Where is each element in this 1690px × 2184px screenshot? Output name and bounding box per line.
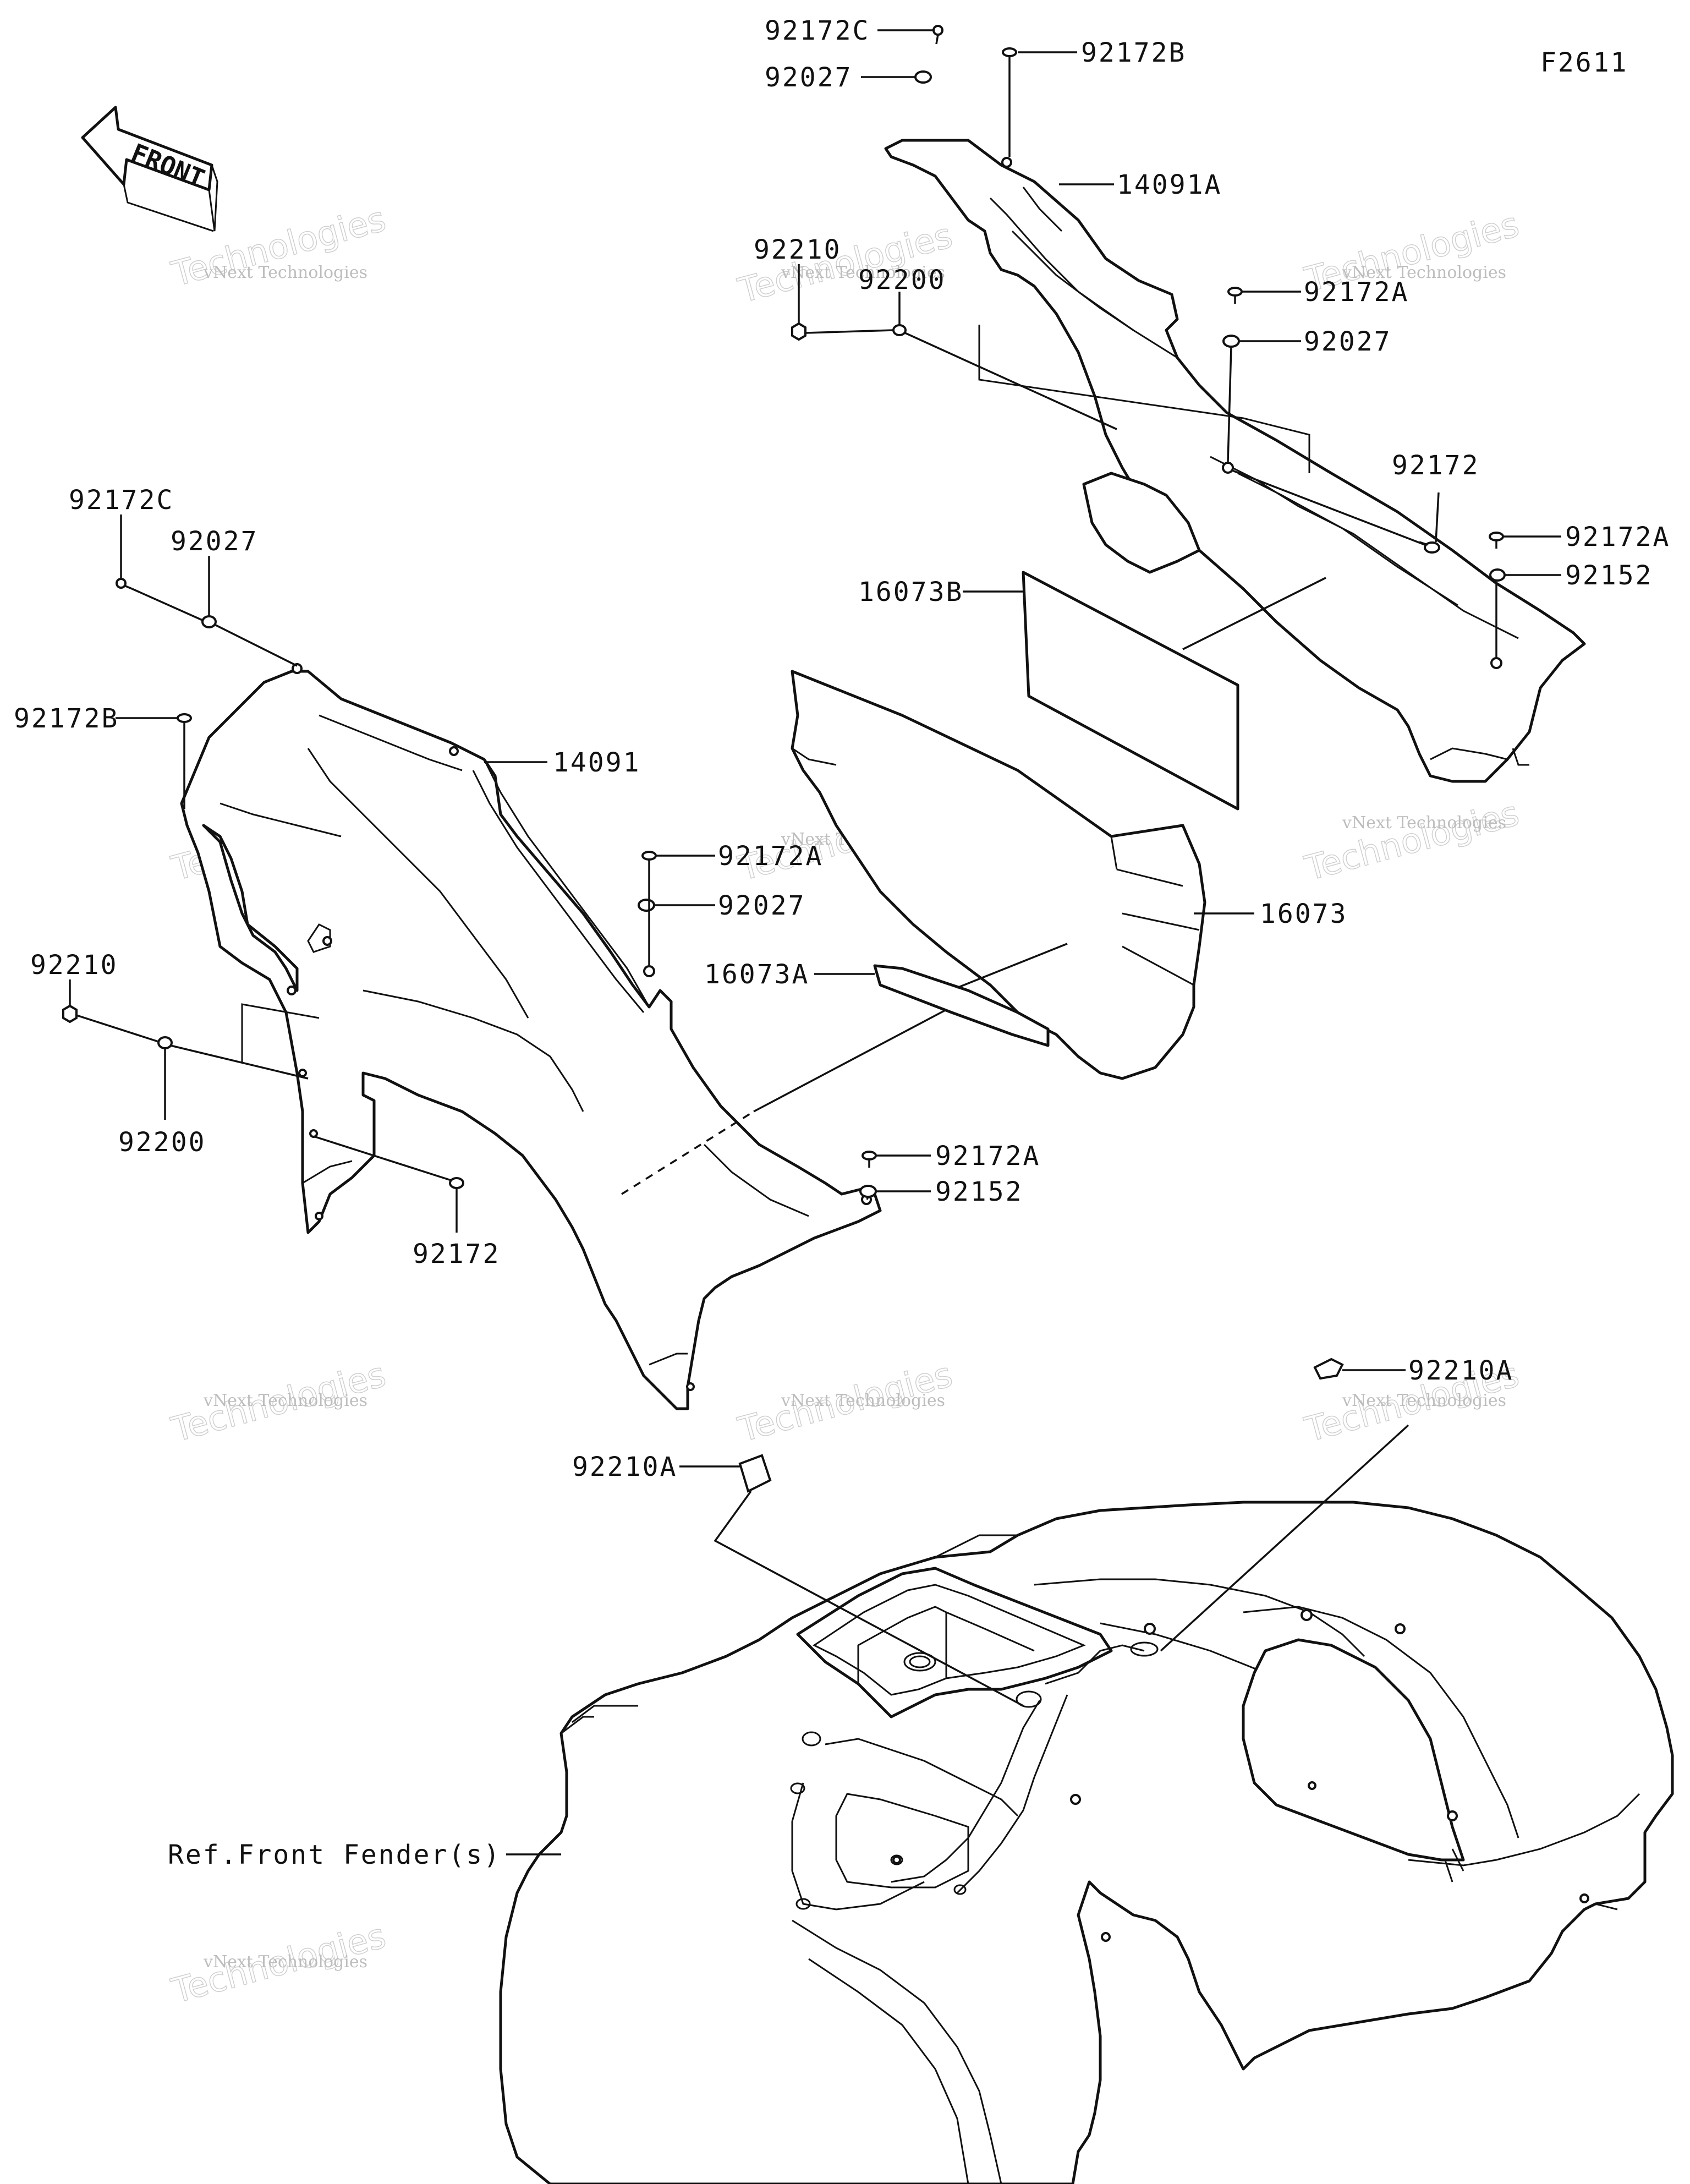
clip-nut-icon	[1313, 1358, 1344, 1380]
washer-icon	[914, 70, 932, 84]
label-92172-left: 92172	[413, 1239, 501, 1269]
label-92172b-top: 92172B	[1081, 37, 1186, 68]
label-92152-right: 92152	[1565, 560, 1653, 591]
label-ref-front-fender: Ref.Front Fender(s)	[168, 1840, 501, 1870]
screw-icon	[641, 851, 657, 868]
watermark-text: vNext Technologies	[203, 1952, 367, 1972]
label-92172a-top: 92172A	[1304, 277, 1409, 308]
screw-icon	[1227, 287, 1243, 304]
screw-icon	[116, 578, 133, 590]
washer-icon	[201, 615, 217, 628]
nut-icon	[62, 1004, 78, 1023]
washer-icon	[892, 324, 907, 336]
grommet-icon	[1489, 568, 1506, 582]
left-side-cover-14091	[180, 663, 882, 1410]
label-92172c-top: 92172C	[765, 15, 870, 46]
right-side-cover-14091a	[884, 139, 1586, 783]
watermark-text: vNext Technologies	[203, 263, 367, 282]
part-labels: 92172C 92027 92172B 14091A 92210 92200 9…	[14, 15, 1670, 1870]
insulator-strip-16073a	[873, 964, 1050, 1047]
screw-icon	[177, 713, 192, 732]
label-92172-right: 92172	[1392, 450, 1480, 481]
leader-lines	[69, 29, 1561, 1855]
watermark-text: vNext Technologies	[781, 263, 945, 282]
label-92172a-right: 92172A	[1565, 522, 1670, 552]
watermark-text: Technologies	[1301, 793, 1523, 889]
label-92210a-left: 92210A	[572, 1452, 677, 1482]
nut-icon	[791, 322, 806, 341]
watermark-text: vNext Technologies	[1342, 813, 1506, 833]
screw-icon	[449, 1177, 464, 1197]
label-92027-right: 92027	[1304, 326, 1392, 357]
insulator-plate-16073b	[1022, 571, 1239, 811]
watermark-text: vNext Technologies	[781, 1391, 945, 1410]
label-92172a-low: 92172A	[935, 1141, 1040, 1172]
figure-code: F2611	[1540, 47, 1628, 78]
label-92172a-mid: 92172A	[718, 841, 823, 872]
label-14091a: 14091A	[1117, 169, 1222, 200]
label-92152-low: 92152	[935, 1176, 1023, 1207]
clip-nut-icon	[738, 1454, 772, 1493]
label-92210a-right: 92210A	[1408, 1355, 1513, 1386]
label-92027-top: 92027	[765, 62, 853, 93]
screw-icon	[862, 1151, 877, 1168]
label-14091: 14091	[553, 747, 641, 778]
washer-icon	[638, 899, 655, 912]
watermark-text: vNext Technologies	[203, 1391, 367, 1410]
front-arrow-label: FRONT	[127, 138, 209, 194]
label-92172c-left: 92172C	[69, 485, 174, 516]
label-92210-top: 92210	[754, 234, 842, 265]
grommet-icon	[859, 1185, 877, 1198]
label-16073a: 16073A	[704, 959, 809, 990]
front-direction-arrow-icon: FRONT	[81, 106, 218, 232]
screw-icon	[932, 25, 943, 45]
watermark-text: vNext Technologies	[1342, 263, 1506, 282]
watermark-text: vNext Technologies	[1342, 1391, 1506, 1410]
label-92200-left: 92200	[118, 1127, 206, 1158]
washer-icon	[157, 1036, 173, 1049]
label-92027-mid: 92027	[718, 890, 806, 921]
front-fender-reference	[499, 1501, 1674, 2184]
label-92027-left: 92027	[171, 526, 259, 557]
label-92210-left: 92210	[30, 950, 118, 981]
label-92172b-left: 92172B	[14, 703, 119, 734]
insulator-plate-16073	[791, 670, 1206, 1080]
label-92200-top: 92200	[858, 265, 946, 295]
label-16073: 16073	[1260, 899, 1348, 929]
screw-icon	[1002, 47, 1017, 66]
screw-icon	[1489, 532, 1504, 549]
label-16073b: 16073B	[858, 577, 963, 607]
washer-icon	[1222, 335, 1240, 348]
